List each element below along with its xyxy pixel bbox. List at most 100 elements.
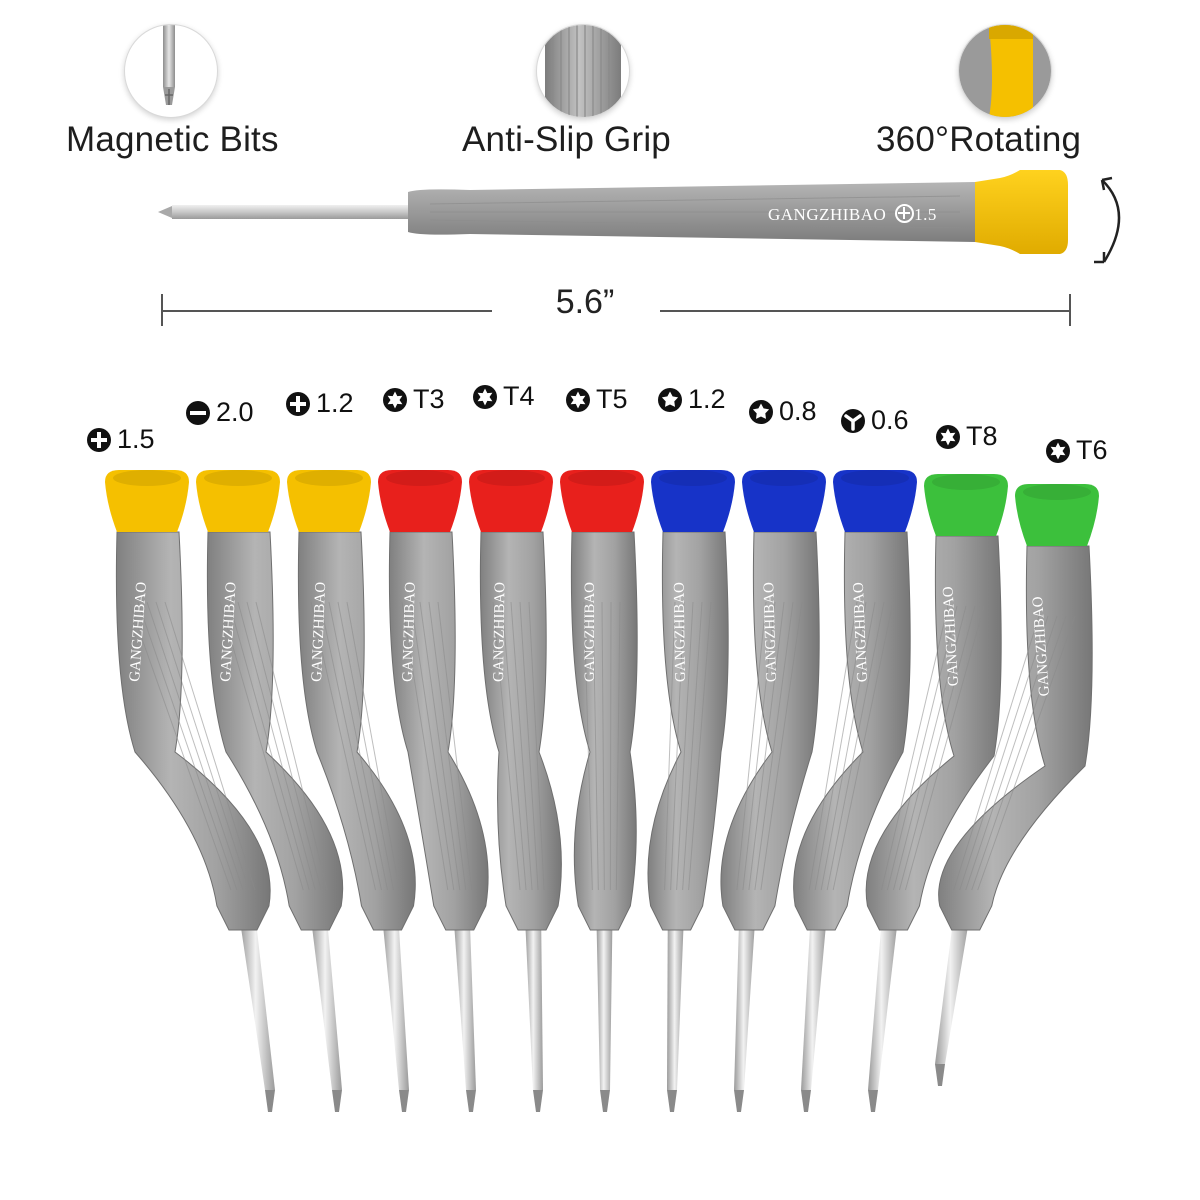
grip-line (601, 601, 605, 891)
grip-line (528, 601, 545, 891)
cap (742, 470, 826, 532)
grip-line (760, 601, 803, 891)
grip-line (748, 601, 785, 891)
grip-line (246, 601, 322, 891)
hero-cap (975, 170, 1068, 254)
grip-line (615, 601, 621, 891)
grip-line (736, 601, 767, 891)
screwdriver-10: GANGZHIBAO (865, 474, 1008, 1112)
grip-line (808, 601, 858, 891)
grip-line (880, 605, 949, 891)
size-label-text: 1.2 (316, 388, 354, 418)
shaft (525, 920, 543, 1090)
handle-brand-text: GANGZHIBAO (127, 581, 150, 682)
handle-brand-text: GANGZHIBAO (218, 581, 240, 682)
screwdriver-3: GANGZHIBAO (287, 470, 416, 1112)
shaft (667, 920, 684, 1090)
slotted-icon (186, 400, 210, 425)
grip-line (155, 601, 250, 891)
grip-line (419, 601, 461, 891)
magnetic-bit-icon (124, 24, 218, 118)
size-label-text: 1.2 (688, 384, 726, 414)
handle-brand-text: GANGZHIBAO (400, 582, 419, 683)
cap-top (841, 470, 909, 486)
feature-label-magnetic: Magnetic Bits (66, 120, 279, 159)
tip (332, 1090, 342, 1112)
grip-line (237, 601, 316, 891)
grip-line (609, 601, 612, 891)
handle (720, 531, 820, 931)
size-label-1: 1.5 (86, 424, 155, 455)
size-label-9: 0.6 (840, 405, 909, 436)
hero-shaft (172, 205, 408, 219)
grip-line (892, 605, 967, 891)
handle-brand-text: GANGZHIBAO (851, 582, 871, 683)
rotation-arrow-icon (1101, 179, 1121, 263)
grip-line (688, 601, 712, 891)
size-label-5: T4 (472, 381, 535, 412)
grip-line (337, 601, 394, 891)
cap (651, 470, 735, 532)
shaft (935, 920, 970, 1064)
handle (793, 531, 911, 931)
tip (868, 1090, 878, 1112)
size-label-3: 1.2 (285, 388, 354, 419)
grip-line (971, 615, 1067, 891)
handle (570, 531, 638, 931)
handle-brand-text: GANGZHIBAO (761, 582, 780, 683)
grip-line (319, 601, 382, 891)
screwdriver-5: GANGZHIBAO (469, 470, 562, 1112)
grip-line (754, 601, 794, 891)
shaft (453, 920, 476, 1090)
size-label-text: 0.6 (871, 405, 909, 435)
tip (935, 1064, 945, 1086)
grip-line (401, 601, 449, 891)
rotating-cap-icon (958, 24, 1052, 118)
tri-wing-icon (841, 408, 865, 433)
size-label-text: T6 (1076, 435, 1108, 465)
cap (924, 474, 1008, 536)
torx-icon (1046, 438, 1070, 463)
grip-line (437, 601, 473, 891)
pentalobe-icon (749, 399, 773, 424)
screwdriver-7: GANGZHIBAO (647, 470, 735, 1112)
grip-line (820, 601, 876, 891)
hero-brand-label: GANGZHIBAO 1.5 (768, 204, 937, 224)
handle (938, 545, 1093, 931)
length-label: 5.6” (555, 283, 615, 321)
size-label-text: T5 (596, 384, 628, 414)
hero-screwdriver (158, 170, 1121, 326)
grip-line (428, 601, 467, 891)
shaft (868, 920, 898, 1090)
grip-line (592, 601, 599, 891)
cap-top (386, 470, 454, 486)
grip-line (328, 601, 388, 891)
size-label-text: 2.0 (216, 397, 254, 427)
handle-brand-text: GANGZHIBAO (940, 586, 962, 687)
grip-line (137, 601, 238, 891)
cap-top (750, 470, 818, 486)
hero-tip (158, 206, 172, 218)
tip (734, 1090, 744, 1112)
handle-brand-text: GANGZHIBAO (672, 582, 689, 682)
cap-top (204, 470, 272, 486)
grip-line (664, 601, 676, 891)
screwdriver-2: GANGZHIBAO (196, 470, 344, 1112)
torx-icon (936, 424, 960, 449)
shaft (596, 920, 613, 1090)
cap-top (932, 474, 1000, 490)
grip-line (682, 601, 703, 891)
size-label-text: 0.8 (779, 396, 817, 426)
size-label-7: 1.2 (657, 384, 726, 415)
tip (801, 1090, 811, 1112)
cap-top (113, 470, 181, 486)
grip-line (832, 601, 894, 891)
cap-top (659, 470, 727, 486)
tip (265, 1090, 275, 1112)
tip (600, 1090, 610, 1112)
grip-line (228, 601, 310, 891)
size-label-8: 0.8 (748, 396, 817, 427)
size-label-4: T3 (382, 384, 445, 415)
shaft (382, 920, 409, 1090)
